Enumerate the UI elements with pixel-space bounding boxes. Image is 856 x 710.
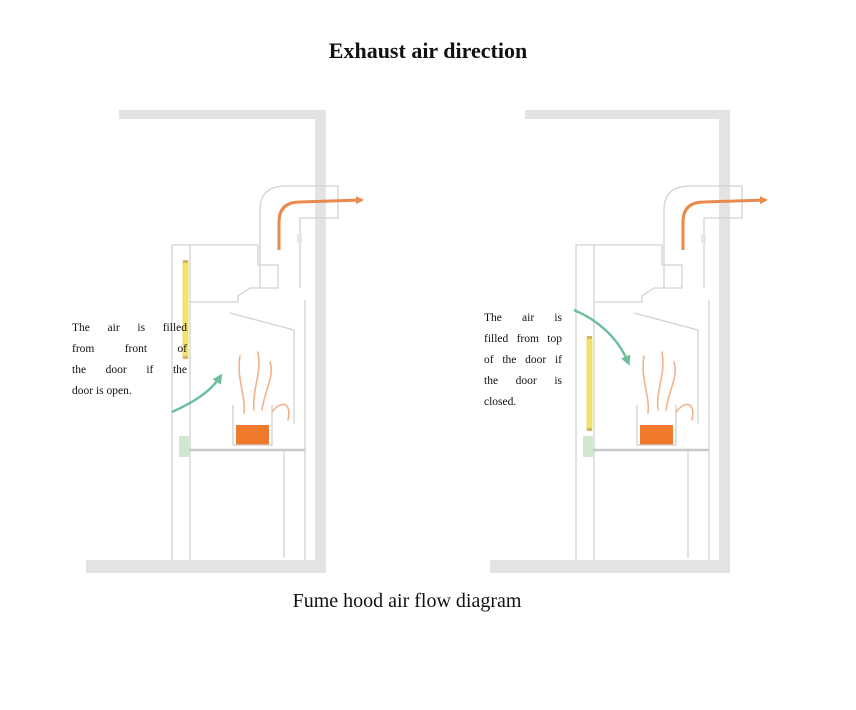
vapor-wisps	[642, 351, 694, 421]
ceiling-slab	[119, 110, 326, 119]
note-line: filled from top	[484, 333, 562, 345]
beaker-liquid	[640, 425, 673, 445]
fume-hood-door-open	[86, 110, 364, 573]
intake-arrow	[573, 308, 631, 366]
vapor-wisps	[238, 351, 290, 421]
right-wall	[719, 110, 730, 573]
note-line: door is open.	[72, 385, 132, 397]
sash-handle	[583, 436, 593, 457]
note-line: the door is	[484, 375, 562, 387]
duct-damper	[701, 234, 706, 243]
sash-glass	[586, 337, 593, 431]
beaker	[636, 405, 677, 446]
hood-cabinet	[575, 185, 743, 560]
sash-bottom-cap	[587, 428, 592, 431]
exhaust-arrow	[681, 196, 768, 250]
right-wall	[315, 110, 326, 573]
door-open-note: The air is filled from front of the door…	[72, 318, 187, 402]
duct-damper	[297, 234, 302, 243]
note-line: from front of	[72, 343, 187, 355]
figure-caption: Fume hood air flow diagram	[292, 590, 522, 612]
note-line: The air is filled	[72, 322, 187, 334]
page-title: Exhaust air direction	[328, 38, 528, 63]
beaker	[232, 405, 273, 446]
sash-handle	[179, 436, 189, 457]
sash-top-cap	[183, 260, 188, 263]
exhaust-arrow	[277, 196, 364, 250]
note-line: closed.	[484, 396, 517, 408]
intake-arrow	[171, 373, 223, 414]
note-line: The air is	[484, 312, 562, 324]
sash-bottom-cap	[183, 356, 188, 359]
note-line: of the door if	[484, 354, 562, 366]
door-closed-note: The air is filled from top of the door i…	[484, 308, 562, 413]
sash-top-cap	[587, 336, 592, 339]
note-line: the door if the	[72, 364, 187, 376]
floor-slab	[86, 560, 326, 573]
hood-cabinet	[171, 185, 339, 560]
beaker-liquid	[236, 425, 269, 445]
floor-slab	[490, 560, 730, 573]
ceiling-slab	[525, 110, 730, 119]
fume-hood-door-closed	[490, 110, 768, 573]
